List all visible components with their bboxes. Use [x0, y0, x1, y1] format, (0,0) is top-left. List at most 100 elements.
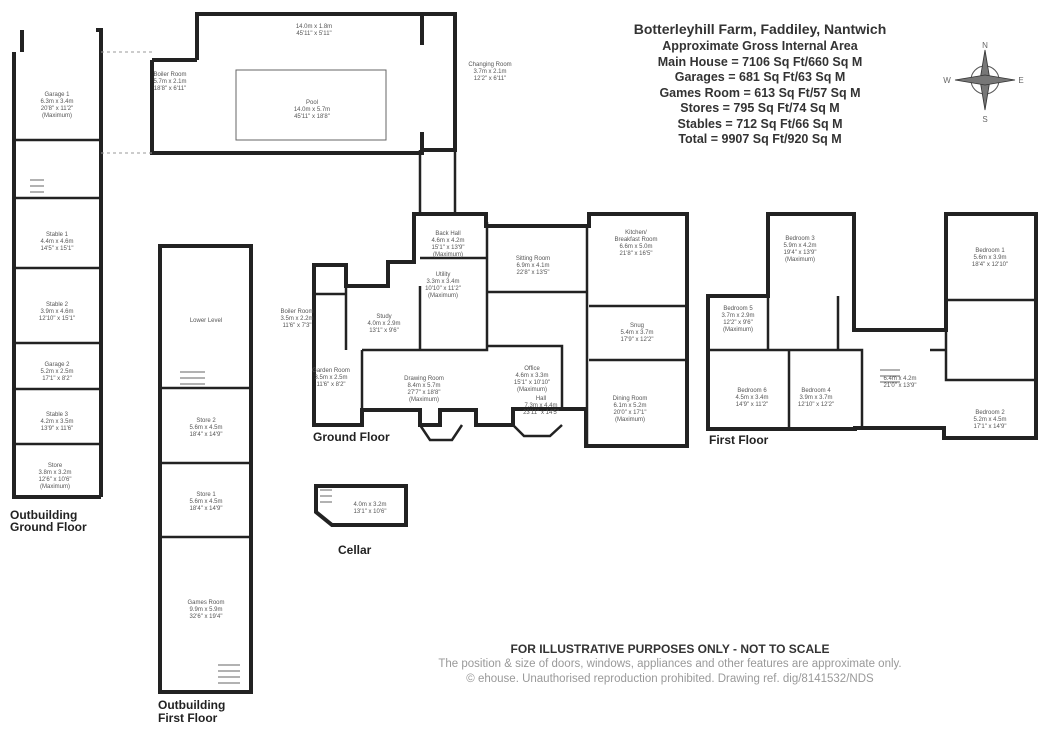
label-ground-floor: Ground Floor: [313, 430, 390, 444]
room-label-store: 3.8m x 3.2m: [38, 470, 71, 476]
first-floor-partitions: [708, 296, 1036, 429]
room-label-sitting: 22'8" x 13'5": [517, 270, 550, 276]
room-label-bed5: 12'2" x 9'6": [723, 320, 753, 326]
room-label-garage1: 6.3m x 3.4m: [40, 99, 73, 105]
room-label-bed5: (Maximum): [723, 327, 753, 333]
room-label-stable3: Stable 3: [46, 412, 69, 418]
room-label-boiler-small: 18'8" x 6'11": [154, 86, 186, 92]
room-label-stable2: 3.9m x 4.6m: [40, 309, 73, 315]
room-label-utility: Utility: [436, 272, 451, 278]
bay-windows: [418, 424, 563, 442]
pool-outline: [235, 69, 387, 141]
room-label-study: 13'1" x 9'6": [369, 328, 399, 334]
compass-icon: N S E W: [943, 41, 1023, 124]
room-label-utility: 3.3m x 3.4m: [426, 279, 459, 285]
room-label-bed1: 5.6m x 3.9m: [973, 255, 1006, 261]
compass-w: W: [943, 76, 951, 85]
room-label-landing: 6.4m x 4.2m: [883, 376, 916, 382]
label-outbuilding-ground-2: Ground Floor: [10, 520, 87, 534]
room-label-drawing: 8.4m x 5.7m: [407, 383, 440, 389]
pool-building-walls: [150, 12, 424, 155]
room-label-office: 4.6m x 3.3m: [515, 373, 548, 379]
room-label-bed6: 4.5m x 3.4m: [735, 395, 768, 401]
room-label-hall: 23'11" x 14'5": [523, 410, 559, 416]
label-cellar: Cellar: [338, 543, 372, 557]
room-label-store1: 18'4" x 14'9": [190, 506, 223, 512]
room-label-garage1: Garage 1: [44, 92, 70, 98]
room-label-garage2: 17'1" x 8'2": [42, 376, 72, 382]
room-label-store1: Store 1: [196, 492, 216, 498]
room-label-boiler: 3.5m x 2.2m: [280, 316, 313, 322]
area-subtitle: Approximate Gross Internal Area: [662, 39, 858, 53]
room-label-study: 4.0m x 2.9m: [367, 321, 400, 327]
room-label-snug: Snug: [630, 323, 644, 329]
room-label-store2: Store 2: [196, 418, 216, 424]
room-label-cellar: 4.0m x 3.2m: [353, 502, 386, 508]
room-label-gardenroom: Garden Room: [312, 368, 350, 374]
room-label-backhall: 4.6m x 4.2m: [431, 238, 464, 244]
room-label-garage2: 5.2m x 2.5m: [40, 369, 73, 375]
room-label-stable3: 4.2m x 3.5m: [40, 419, 73, 425]
compass-s: S: [982, 115, 987, 124]
room-label-store: Store: [48, 463, 63, 469]
room-label-boiler: Boiler Room: [280, 309, 313, 315]
room-label-gardenroom: 3.5m x 2.5m: [314, 375, 347, 381]
room-label-bed1: Bedroom 1: [975, 248, 1005, 254]
room-label-office: 15'1" x 10'10": [514, 380, 550, 386]
room-label-drawing: Drawing Room: [404, 376, 444, 382]
room-label-study: Study: [376, 314, 391, 320]
outbuilding-ground-partitions: [12, 138, 101, 446]
room-label-changing: 3.7m x 2.1m: [473, 69, 506, 75]
room-label-sitting: Sitting Room: [516, 256, 550, 262]
compass-n: N: [982, 41, 988, 50]
room-label-bed3: 19'4" x 13'9": [784, 250, 817, 256]
room-label-changing: Changing Room: [468, 62, 511, 68]
room-label-cellar: 13'1" x 10'6": [354, 509, 387, 515]
room-label-stable1: 14'5" x 15'1": [41, 246, 74, 252]
room-label-bed3: (Maximum): [785, 257, 815, 263]
link-corridor: [418, 150, 457, 214]
property-header: Botterleyhill Farm, Faddiley, Nantwich A…: [610, 20, 910, 148]
room-label-bed2: Bedroom 2: [975, 410, 1005, 416]
room-label-bed3: 5.9m x 4.2m: [783, 243, 816, 249]
room-label-games: 32'6" x 19'4": [190, 614, 223, 620]
room-label-dining: 6.1m x 5.2m: [613, 403, 646, 409]
room-label-dining: (Maximum): [615, 417, 645, 423]
room-label-store2: 18'4" x 14'9": [190, 432, 223, 438]
room-label-bed4: 3.9m x 3.7m: [799, 395, 832, 401]
room-label-drawing: 27'7" x 18'8": [408, 390, 441, 396]
room-label-kitchen: 6.6m x 5.0m: [619, 244, 652, 250]
room-label-stable3: 13'9" x 11'6": [41, 426, 73, 432]
room-label-bed4: 12'10" x 12'2": [798, 402, 834, 408]
room-label-backhall: (Maximum): [433, 252, 463, 258]
area-main-house: Main House = 7106 Sq Ft/660 Sq M: [657, 54, 863, 69]
room-label-boiler-small: 5.7m x 2.1m: [153, 79, 186, 85]
room-label-games: Games Room: [187, 600, 224, 606]
room-label-pool: 14.0m x 5.7m: [294, 107, 330, 113]
room-label-backhall: Back Hall: [435, 231, 460, 237]
label-outbuilding-ground-1: Outbuilding: [10, 508, 78, 522]
room-label-store1: 5.6m x 4.5m: [189, 499, 222, 505]
cellar-walls: [314, 484, 408, 527]
landing-stair: [880, 369, 900, 383]
room-label-utility: (Maximum): [428, 293, 458, 299]
area-total: Total = 9907 Sq Ft/920 Sq M: [678, 132, 842, 146]
room-label-kitchen: Kitchen/: [625, 230, 647, 236]
outbuilding-first-partitions: [160, 386, 251, 539]
compass-e: E: [1018, 76, 1023, 85]
room-label-boiler-small: Boiler Room: [153, 72, 186, 78]
footer-note: The position & size of doors, windows, a…: [438, 658, 902, 670]
games-stair: [218, 664, 240, 684]
first-floor-walls: [706, 212, 1038, 440]
changing-room-walls: [422, 12, 457, 152]
room-label-sitting: 6.9m x 4.1m: [516, 263, 549, 269]
first-stair: [180, 371, 205, 385]
footer: FOR ILLUSTRATIVE PURPOSES ONLY - NOT TO …: [380, 641, 960, 687]
room-label-dining: Dining Room: [613, 396, 648, 402]
area-garages: Garages = 681 Sq Ft/63 Sq M: [674, 70, 846, 84]
room-label-store2: 5.6m x 4.5m: [189, 425, 222, 431]
room-label-garage1: 20'8" x 11'2": [41, 106, 73, 112]
room-label-garage1: (Maximum): [42, 113, 72, 119]
cellar-stair: [320, 489, 332, 503]
room-label-stable1: Stable 1: [46, 232, 69, 238]
